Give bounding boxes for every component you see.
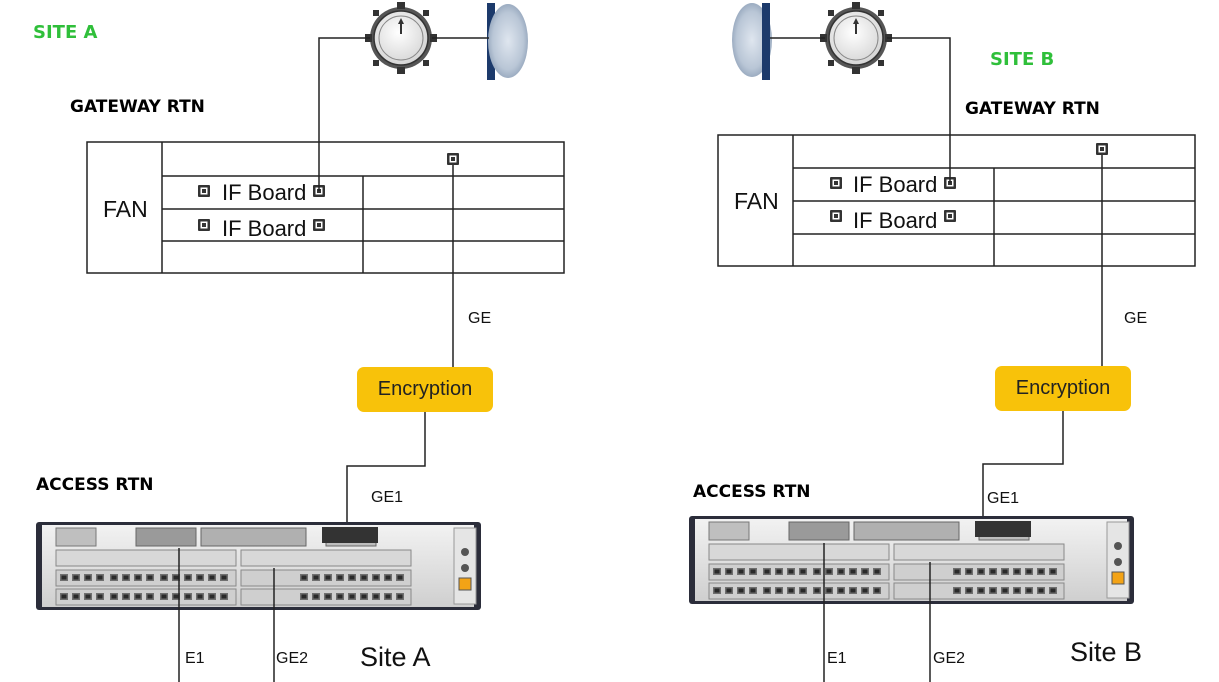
site-b-name: Site B (1070, 637, 1143, 667)
site-b-e1-label: E1 (827, 650, 847, 667)
site-b-if-board-2-left-port-icon (830, 210, 842, 222)
site-b-ge1-label: GE1 (987, 490, 1020, 507)
site-b-if-board-1-left-port-icon (830, 177, 842, 189)
site-b-if-board-2-label: IF Board (853, 208, 938, 233)
site-a-fan-label: FAN (103, 196, 148, 222)
site-b-if-board-1-label: IF Board (853, 172, 938, 197)
site-a-ge1-label: GE1 (371, 489, 404, 506)
site-a-access-rtn-title: ACCESS RTN (36, 475, 154, 495)
site-a-ge1-cable (346, 412, 426, 530)
site-a-if-board-2-left-port-icon (198, 219, 210, 231)
site-a-name: Site A (360, 642, 431, 672)
site-a-label: SITE A (33, 22, 98, 43)
site-b-gateway-rtn (717, 134, 1196, 267)
site-b-ge1-cable (982, 411, 1064, 524)
site-b-antenna-dish-icon (732, 3, 772, 80)
site-b-gateway-rtn-title: GATEWAY RTN (965, 99, 1100, 119)
site-a-if-board-1-label: IF Board (222, 180, 307, 205)
site-a-if-cable (318, 37, 370, 191)
site-b-ge-label: GE (1124, 310, 1148, 327)
site-b-label: SITE B (990, 49, 1055, 70)
site-a-encryption-box: Encryption (357, 367, 493, 412)
site-b-ge-port-icon (1096, 143, 1108, 155)
site-a-gateway-rtn-title: GATEWAY RTN (70, 97, 205, 117)
site-b-ge2-label: GE2 (933, 650, 966, 667)
site-a-if-board-1-left-port-icon (198, 185, 210, 197)
site-b-odu-radio-icon (819, 1, 893, 75)
site-a-antenna-dish-icon (487, 3, 528, 80)
site-b-encryption-box: Encryption (995, 366, 1131, 411)
site-b-access-rtn-title: ACCESS RTN (693, 482, 811, 502)
site-a-e1-label: E1 (185, 650, 205, 667)
site-a-chassis-ports (60, 527, 404, 600)
site-b-if-cable (887, 37, 951, 183)
site-a-ge2-label: GE2 (276, 650, 309, 667)
site-a-if-board-2-label: IF Board (222, 216, 307, 241)
site-b-if-board-2-right-port-icon (944, 210, 956, 222)
site-a-ge-port-icon (447, 153, 459, 165)
site-a-ge-label: GE (468, 310, 492, 327)
site-a-odu-radio-icon (364, 1, 438, 75)
site-b-chassis-ports (713, 521, 1057, 594)
site-a-gateway-rtn (86, 141, 565, 274)
site-a-if-board-2-right-port-icon (313, 219, 325, 231)
site-b-fan-label: FAN (734, 188, 779, 214)
